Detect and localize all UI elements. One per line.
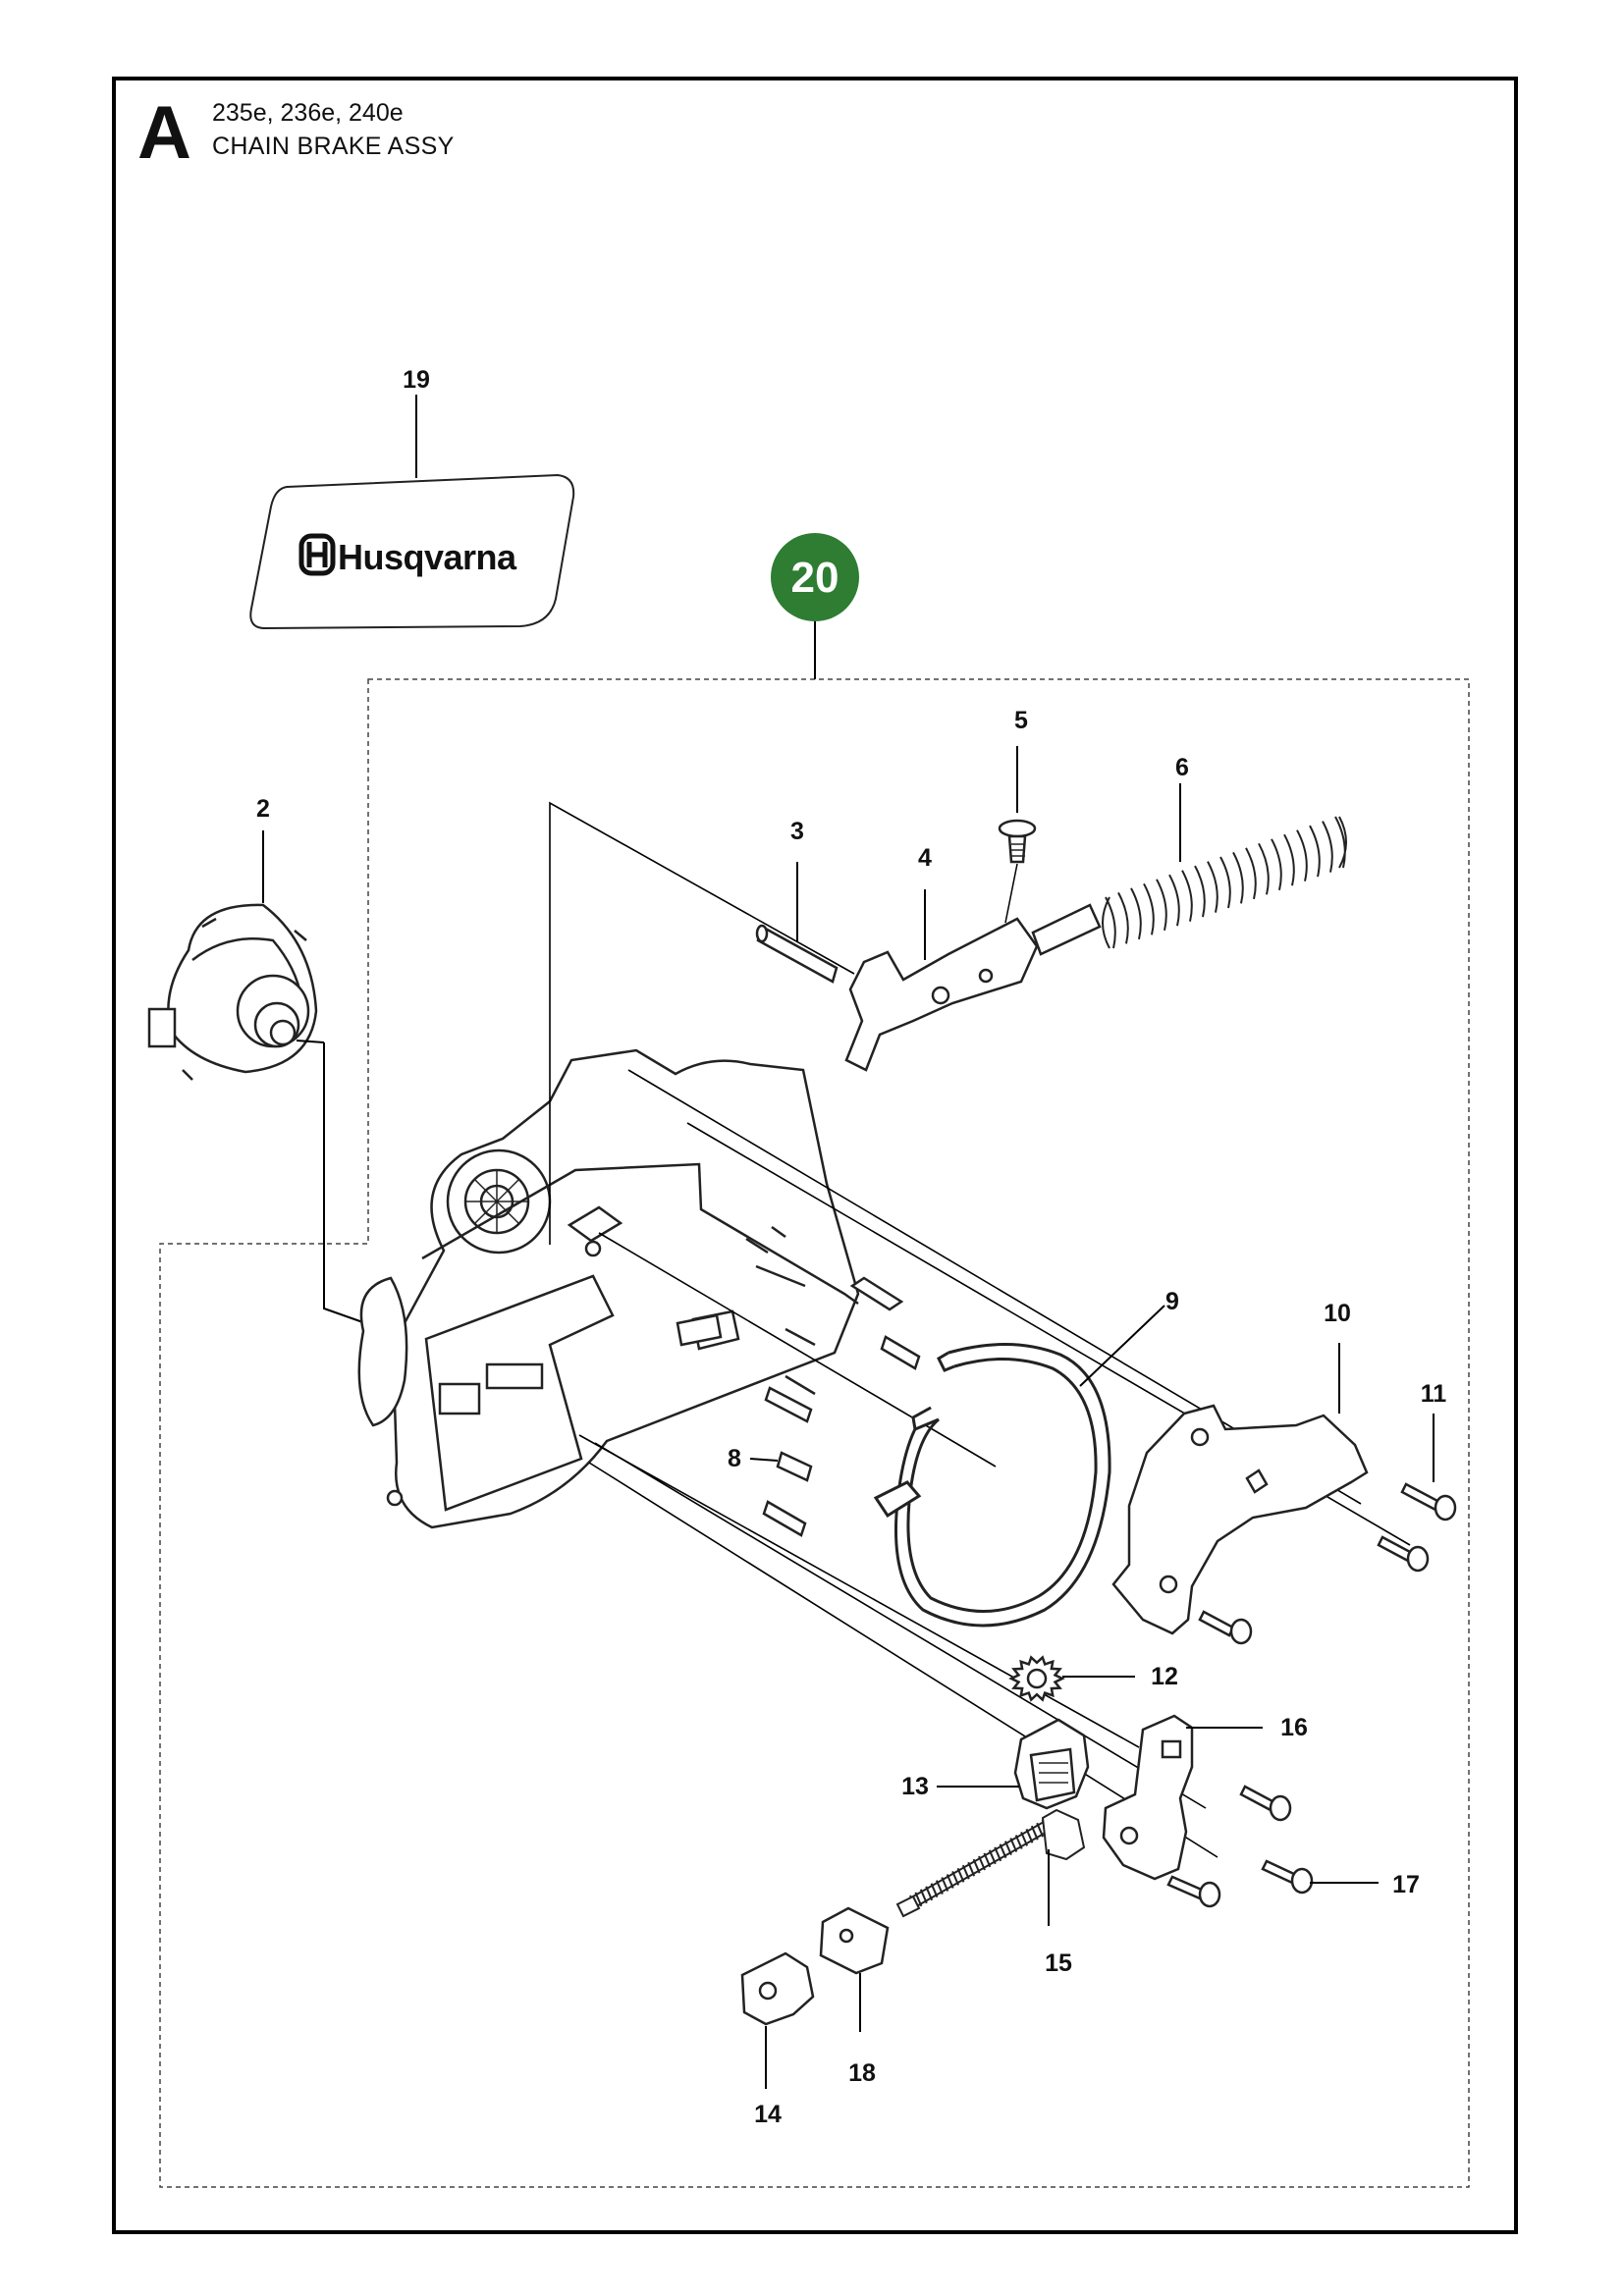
model-list: 235e, 236e, 240e <box>212 99 404 127</box>
kit-boundary <box>159 678 1470 2188</box>
callout-3: 3 <box>790 818 804 845</box>
chain-brake-housing <box>357 1048 904 1529</box>
callout-19: 19 <box>403 366 430 394</box>
callout-16: 16 <box>1280 1714 1308 1741</box>
decal-brand-text: Husqvarna <box>338 537 517 577</box>
screw-a <box>1400 1482 1457 1522</box>
callout-18: 18 <box>848 2059 876 2087</box>
kit-badge-circle <box>771 533 859 621</box>
part-9-brake-band <box>873 1305 1165 1628</box>
section-letter: A <box>137 91 191 175</box>
part-4-brake-lever <box>844 889 1102 1072</box>
part-8-pin <box>749 1451 813 1482</box>
screw-b <box>1377 1535 1430 1573</box>
guard-screws <box>1198 1414 1457 1645</box>
part-10-guard-plate <box>1111 1343 1369 1635</box>
part-15-adjusting-screw <box>895 1808 1086 1926</box>
part-6-spring <box>1102 783 1347 949</box>
part-3-pin <box>755 862 839 984</box>
part-13-adjuster <box>937 1718 1090 1810</box>
husqvarna-logo-icon <box>298 533 336 576</box>
page-frame <box>112 77 1518 2234</box>
callout-8: 8 <box>728 1445 741 1472</box>
callout-5: 5 <box>1014 707 1028 734</box>
callout-6: 6 <box>1175 754 1189 781</box>
part-16-tensioner <box>1102 1714 1263 1881</box>
part-12-gear <box>1008 1655 1135 1702</box>
part-2-cover-nut <box>147 830 372 1326</box>
callout-12: 12 <box>1151 1663 1178 1690</box>
callout-13: 13 <box>901 1773 929 1800</box>
callout-15: 15 <box>1045 1949 1072 1977</box>
callout-11: 11 <box>1421 1380 1447 1408</box>
housing-pins <box>676 1313 921 1537</box>
callout-2: 2 <box>256 795 270 823</box>
callout-17: 17 <box>1392 1871 1420 1898</box>
kit-badge: 20 <box>771 533 859 621</box>
callout-14: 14 <box>754 2101 782 2128</box>
kit-number: 20 <box>791 554 839 602</box>
callout-4: 4 <box>918 844 932 872</box>
assembly-title: CHAIN BRAKE ASSY <box>212 133 455 160</box>
callout-10: 10 <box>1324 1300 1351 1327</box>
part-18-block <box>819 1906 890 2032</box>
part-14-nut <box>740 1951 815 2089</box>
screw-c <box>1198 1610 1253 1645</box>
callout-9: 9 <box>1165 1288 1179 1315</box>
tensioner-screws <box>1166 1785 1379 1908</box>
part-5-screw <box>998 746 1037 924</box>
callout-numbers: 19 2 3 4 5 6 8 9 10 11 12 13 14 15 16 17… <box>256 366 1446 2128</box>
husqvarna-decal: Husqvarna <box>249 395 575 630</box>
